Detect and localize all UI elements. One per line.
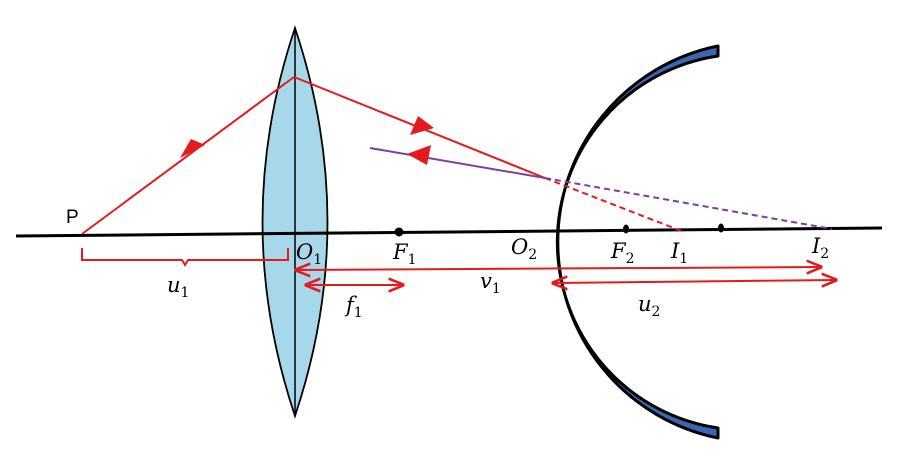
reflected-ray-arrow xyxy=(407,145,431,165)
virtual-ray-to-i2 xyxy=(544,177,833,230)
v1-dimension-arrow xyxy=(296,267,821,270)
label-i2: I2 xyxy=(811,234,829,262)
refracted-ray-arrow xyxy=(410,116,434,135)
u2-dimension-arrow xyxy=(553,280,836,283)
label-f1-length: f1 xyxy=(344,293,363,321)
label-f2: F2 xyxy=(610,239,635,267)
principal-axis xyxy=(15,226,883,238)
virtual-ray-to-i1 xyxy=(544,177,685,233)
incident-ray xyxy=(81,76,295,235)
label-u1: u1 xyxy=(167,273,189,301)
label-u2: u2 xyxy=(638,292,660,320)
label-v1: v1 xyxy=(480,269,501,297)
focal-point-f1 xyxy=(394,227,404,237)
u1-bracket xyxy=(81,248,289,267)
center-of-curvature-point xyxy=(718,223,724,233)
focal-point-f2 xyxy=(623,224,629,234)
reflected-ray xyxy=(369,147,546,179)
label-o1: O1 xyxy=(296,240,322,268)
label-f1: F1 xyxy=(392,240,417,268)
label-i1: I1 xyxy=(670,239,688,267)
label-p: P xyxy=(66,207,79,228)
concave-mirror xyxy=(555,44,720,440)
label-o2: O2 xyxy=(511,235,537,263)
incident-ray-arrow xyxy=(180,139,205,158)
